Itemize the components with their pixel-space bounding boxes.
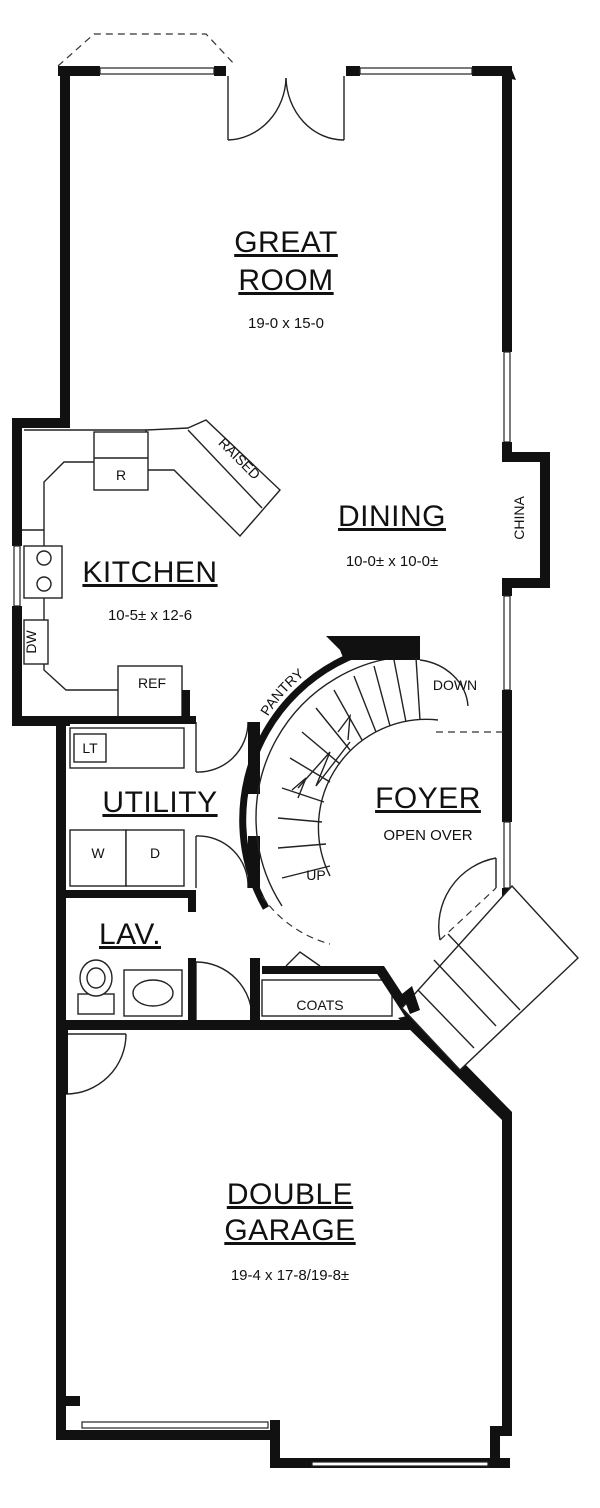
- exterior-walls: [12, 66, 550, 1468]
- kitchen-dims: 10-5± x 12-6: [108, 607, 192, 624]
- dining-label: DINING: [338, 500, 446, 533]
- bay-window: [57, 33, 237, 67]
- dining-dims: 10-0± x 10-0±: [346, 553, 438, 570]
- foyer-note: OPEN OVER: [383, 827, 472, 844]
- refrigerator-label: REF: [138, 675, 166, 691]
- range-label: R: [116, 467, 126, 483]
- range-icon: [93, 431, 149, 491]
- stairs: [239, 636, 504, 945]
- utility-fixtures: [56, 721, 249, 912]
- laundry-tub-icon: [73, 733, 107, 763]
- kitchen-label: KITCHEN: [82, 556, 217, 589]
- great-room-label-2: ROOM: [238, 264, 333, 297]
- china-label: CHINA: [511, 496, 527, 540]
- coats-label: COATS: [296, 997, 343, 1013]
- lav-label: LAV.: [99, 918, 161, 951]
- great-room-label-1: GREAT: [234, 226, 338, 259]
- interior-walls: [248, 722, 418, 1018]
- stairs-up-label: UP: [306, 867, 325, 883]
- room-labels: GREAT ROOM 19-0 x 15-0 DINING 10-0± x 10…: [82, 226, 481, 1284]
- garage-dims: 19-4 x 17-8/19-8±: [231, 1267, 349, 1284]
- toilet-icon: [79, 959, 113, 997]
- great-room-dims: 19-0 x 15-0: [248, 315, 324, 332]
- french-door[interactable]: [227, 76, 345, 141]
- stairs-down-label: DOWN: [433, 677, 477, 693]
- garage-label-2: GARAGE: [224, 1214, 355, 1247]
- washer-label: W: [91, 845, 105, 861]
- dryer-icon: [125, 829, 185, 887]
- garage-label-1: DOUBLE: [227, 1178, 353, 1211]
- dryer-label: D: [150, 845, 160, 861]
- washer-icon: [69, 829, 127, 887]
- foyer-label: FOYER: [375, 782, 481, 815]
- garage-entry-door[interactable]: [62, 1030, 127, 1095]
- entry-steps: [401, 857, 579, 1071]
- dishwasher-label: DW: [23, 630, 39, 654]
- laundry-tub-label: LT: [82, 740, 98, 756]
- utility-label: UTILITY: [102, 786, 217, 819]
- kitchen-counters: [22, 419, 281, 724]
- lav-fixtures: [77, 958, 260, 1022]
